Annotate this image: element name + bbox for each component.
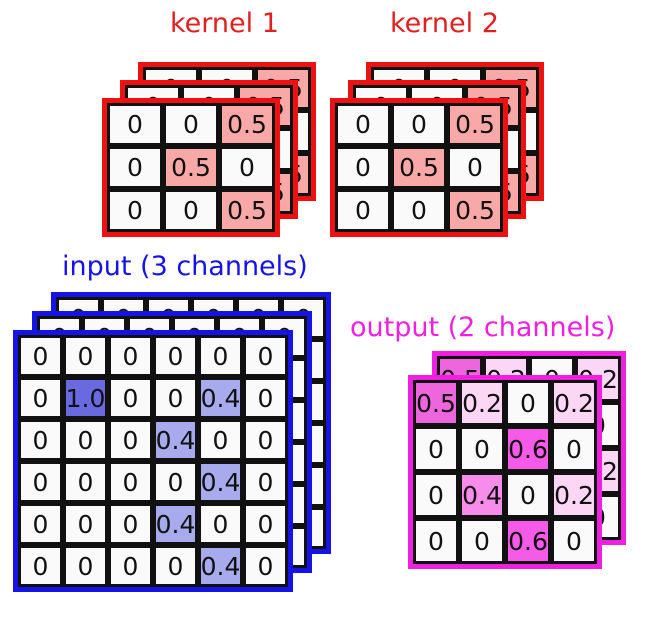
grid-cell: 0.4 [153, 503, 198, 545]
grid-cell: 0 [505, 380, 551, 426]
grid-cell: 0 [391, 189, 447, 232]
grid-cell: 0 [18, 503, 63, 545]
grid-cell: 0 [243, 419, 288, 461]
grid-cell: 0.5 [447, 189, 503, 232]
grid-cell: 0.4 [198, 377, 243, 419]
grid-cell: 0 [153, 377, 198, 419]
grid-cell: 0 [459, 426, 505, 472]
grid-cell: 0 [163, 103, 219, 146]
grid-cell: 0.5 [219, 189, 275, 232]
grid-cell: 1.0 [63, 377, 108, 419]
kernel-1-stack: 000.500.50000.5000.500.50000.5000.500.50… [102, 62, 322, 262]
grid-cell: 0 [153, 545, 198, 587]
grid-cell: 0 [413, 426, 459, 472]
grid-cell: 0 [108, 461, 153, 503]
grid-cell: 0 [243, 461, 288, 503]
grid-cell: 0 [18, 377, 63, 419]
grid-cell: 0 [18, 335, 63, 377]
output-label: output (2 channels) [350, 312, 616, 343]
grid-cell: 0 [413, 518, 459, 564]
grid-cell: 0.5 [163, 146, 219, 189]
kernel-1-label: kernel 1 [170, 8, 279, 39]
grid-cell: 0 [108, 377, 153, 419]
grid-cell: 0.2 [551, 380, 597, 426]
grid-cell: 0 [243, 503, 288, 545]
grid-cell: 0 [243, 335, 288, 377]
grid-cell: 0.6 [505, 518, 551, 564]
grid-cell: 0 [413, 472, 459, 518]
grid-cell: 0 [63, 461, 108, 503]
grid-cell: 0 [551, 426, 597, 472]
grid-cell: 0 [108, 545, 153, 587]
grid-cell: 0 [153, 335, 198, 377]
kernel-2-stack: 000.500.50000.5000.500.50000.5000.500.50… [330, 62, 550, 262]
input-label: input (3 channels) [62, 251, 308, 282]
grid-cell: 0 [163, 189, 219, 232]
grid-cell: 0 [107, 103, 163, 146]
grid-cell: 0 [459, 518, 505, 564]
grid-cell: 0 [107, 189, 163, 232]
grid-cell: 0 [153, 461, 198, 503]
grid-cell: 0 [63, 419, 108, 461]
grid-cell: 0.4 [459, 472, 505, 518]
grid-cell: 0 [107, 146, 163, 189]
grid-cell: 0 [63, 503, 108, 545]
grid-cell: 0 [335, 189, 391, 232]
grid-cell: 0 [447, 146, 503, 189]
grid-cell: 0.5 [219, 103, 275, 146]
grid-cell: 0 [108, 419, 153, 461]
grid-cell: 0 [551, 518, 597, 564]
grid-cell: 0 [391, 103, 447, 146]
grid-cell: 0 [335, 103, 391, 146]
grid-cell: 0 [63, 335, 108, 377]
grid-cell: 0.5 [391, 146, 447, 189]
grid-cell: 0 [198, 503, 243, 545]
grid-cell: 0.4 [198, 461, 243, 503]
grid-cell: 0 [198, 335, 243, 377]
grid-cell: 0.6 [505, 426, 551, 472]
grid-cell: 0.2 [459, 380, 505, 426]
grid-cell: 0 [198, 419, 243, 461]
kernel-2-label: kernel 2 [390, 8, 499, 39]
grid-cell: 0 [108, 503, 153, 545]
grid-cell: 0 [18, 419, 63, 461]
grid-cell: 0 [243, 545, 288, 587]
grid-cell: 0 [63, 545, 108, 587]
output-stack: 0.50.200.2000.6000.400.2000.600.50.200.2… [408, 351, 648, 581]
grid-cell: 0.5 [413, 380, 459, 426]
grid-cell: 0 [108, 335, 153, 377]
grid-cell: 0 [243, 377, 288, 419]
grid-cell: 0.4 [153, 419, 198, 461]
grid-cell: 0 [18, 461, 63, 503]
grid-cell: 0 [18, 545, 63, 587]
grid-cell: 0.4 [198, 545, 243, 587]
grid-cell: 0.2 [551, 472, 597, 518]
grid-cell: 0 [335, 146, 391, 189]
grid-cell: 0 [219, 146, 275, 189]
grid-cell: 0 [505, 472, 551, 518]
grid-cell: 0.5 [447, 103, 503, 146]
